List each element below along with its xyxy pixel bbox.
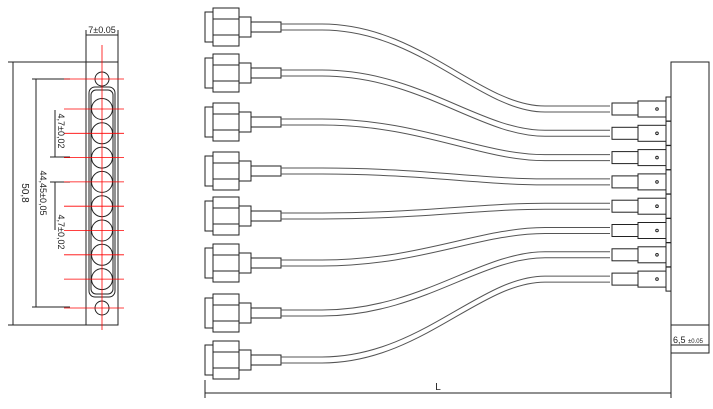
connector-flange bbox=[665, 145, 672, 171]
cable-assembly bbox=[204, 53, 672, 146]
cable bbox=[281, 167, 610, 180]
cable bbox=[281, 227, 610, 261]
connector-flange bbox=[665, 218, 672, 243]
connector-mark bbox=[655, 228, 659, 233]
dim-length: L bbox=[435, 382, 441, 393]
cable bbox=[281, 69, 610, 131]
sma-body bbox=[238, 160, 252, 182]
plate-thickness-box bbox=[670, 324, 710, 354]
sma-ferrule bbox=[250, 165, 282, 177]
sma-ferrule bbox=[250, 210, 282, 222]
cable-assembly bbox=[204, 151, 672, 195]
connector-flange bbox=[665, 169, 672, 195]
sma-body bbox=[238, 302, 252, 324]
sma-nut-face bbox=[204, 57, 214, 89]
cable bbox=[281, 251, 610, 311]
connector-flange bbox=[665, 96, 672, 122]
dim-plate-thickness: 6,5 bbox=[673, 335, 686, 345]
connector-mark bbox=[655, 180, 659, 184]
right-ferrule bbox=[611, 272, 639, 286]
right-connector-body bbox=[637, 173, 667, 191]
sma-nut-face bbox=[204, 106, 214, 138]
sma-nut-face bbox=[204, 200, 214, 232]
sma-body bbox=[238, 16, 252, 38]
sma-body bbox=[238, 252, 252, 274]
dim-pitch-lower: 4,7±0,02 bbox=[56, 215, 66, 250]
cable bbox=[281, 118, 610, 156]
cable-assembly bbox=[204, 193, 672, 236]
right-connector-body bbox=[637, 246, 667, 264]
sma-hex-nut bbox=[212, 53, 240, 93]
sma-ferrule bbox=[250, 354, 282, 366]
sma-hex-nut bbox=[212, 102, 240, 142]
cable bbox=[281, 275, 610, 358]
sma-hex-nut bbox=[212, 243, 240, 283]
right-ferrule bbox=[611, 248, 639, 262]
connector-flange bbox=[665, 266, 672, 292]
connector-mark bbox=[655, 253, 659, 257]
cable-assembly bbox=[204, 218, 672, 283]
receptacle-plate bbox=[670, 61, 710, 326]
sma-nut-face bbox=[204, 11, 214, 43]
sma-body bbox=[238, 111, 252, 133]
right-connector-body bbox=[637, 149, 667, 167]
right-ferrule bbox=[611, 126, 639, 140]
right-connector-body bbox=[637, 270, 667, 288]
sma-ferrule bbox=[250, 307, 282, 319]
cable-assembly bbox=[204, 7, 672, 122]
sma-nut-face bbox=[204, 155, 214, 187]
connector-flange bbox=[665, 120, 672, 146]
connector-mark bbox=[655, 131, 659, 136]
right-connector-body bbox=[637, 197, 667, 215]
right-ferrule bbox=[611, 151, 639, 165]
sma-ferrule bbox=[250, 257, 282, 269]
sma-hex-nut bbox=[212, 340, 240, 380]
connector-mark bbox=[655, 155, 659, 160]
connector-mark bbox=[655, 107, 659, 111]
sma-hex-nut bbox=[212, 196, 240, 236]
right-ferrule bbox=[611, 199, 639, 213]
connector-flange bbox=[665, 242, 672, 268]
sma-body bbox=[238, 62, 252, 84]
sma-ferrule bbox=[250, 21, 282, 33]
sma-nut-face bbox=[204, 247, 214, 279]
sma-body bbox=[238, 205, 252, 227]
connector-mark bbox=[655, 277, 659, 281]
dim-pitch-upper: 4,7±0,02 bbox=[56, 114, 66, 149]
cable-assembly bbox=[204, 242, 672, 333]
sma-nut-face bbox=[204, 344, 214, 376]
dim-overall-height: 50,8 bbox=[19, 183, 30, 203]
sma-ferrule bbox=[250, 116, 282, 128]
cable bbox=[281, 202, 610, 214]
sma-hex-nut bbox=[212, 293, 240, 333]
right-connector-body bbox=[637, 124, 667, 142]
right-ferrule bbox=[611, 175, 639, 189]
right-ferrule bbox=[611, 224, 639, 237]
cable-assembly bbox=[204, 266, 672, 380]
dim-hole-span: 44,45±0,05 bbox=[38, 171, 48, 216]
sma-hex-nut bbox=[212, 151, 240, 191]
connector-front-view bbox=[8, 30, 124, 330]
right-ferrule bbox=[611, 102, 639, 116]
connector-flange bbox=[665, 193, 672, 219]
cable-assembly-side-view bbox=[204, 7, 710, 398]
right-connector-body bbox=[637, 222, 667, 239]
dim-plate-thickness-tol: ±0.05 bbox=[688, 339, 704, 345]
sma-ferrule bbox=[250, 67, 282, 79]
sma-nut-face bbox=[204, 297, 214, 329]
right-connector-body bbox=[637, 100, 667, 118]
sma-hex-nut bbox=[212, 7, 240, 47]
connector-mark bbox=[655, 204, 659, 208]
dim-width-top: 7±0.05 bbox=[88, 25, 115, 35]
cable bbox=[281, 23, 610, 107]
cable-assembly bbox=[204, 102, 672, 171]
sma-body bbox=[238, 349, 252, 371]
